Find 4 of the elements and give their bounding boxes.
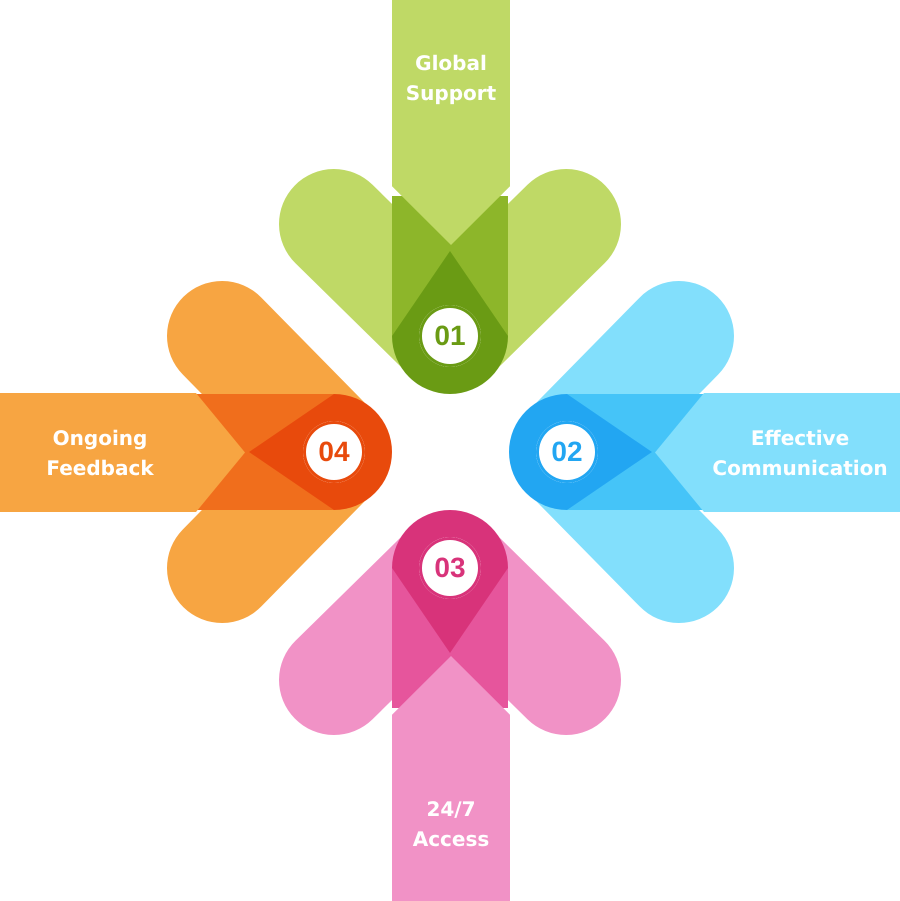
banner-label: Ongoing Feedback [45, 424, 155, 482]
banner-label: 24/7 Access [412, 796, 490, 852]
banner-label: Effective Communication [711, 424, 889, 482]
banner-label: Global Support [404, 50, 498, 106]
